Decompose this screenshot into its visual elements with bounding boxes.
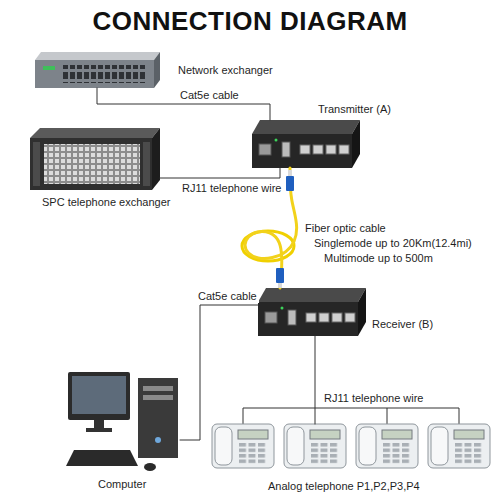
drive-slot: [143, 395, 173, 400]
title-text: CONNECTION DIAGRAM: [92, 6, 407, 36]
sc-ferrule: [278, 283, 282, 288]
monitor-stand: [94, 420, 104, 428]
phone-drop-wire: [243, 408, 244, 424]
sc-plug: [286, 176, 294, 191]
computer-picture: [66, 372, 178, 471]
exchanger-top: [30, 128, 160, 138]
receiver-picture: [258, 288, 366, 336]
monitor-screen: [72, 376, 126, 414]
device-label: Receiver (B): [372, 318, 433, 331]
phone-drop-wire: [459, 408, 460, 424]
device-node: Analog telephone P1,P2,P3,P4: [210, 424, 495, 468]
switch-top: [35, 52, 160, 60]
exchanger-front: [30, 138, 152, 190]
telephone-picture: [428, 424, 490, 468]
cable-label: RJ11 telephone wire: [180, 182, 283, 195]
cable-connector: [97, 88, 270, 120]
switch-side: [154, 52, 160, 88]
sc-ferrule: [288, 170, 292, 176]
pc-tower: [138, 378, 178, 458]
exchanger-side: [152, 128, 160, 190]
spec-note: Multimode up to 500m: [322, 252, 435, 265]
device-node: Computer: [68, 370, 180, 472]
cable-label: RJ11 telephone wire: [322, 392, 425, 405]
switch-ports: [63, 65, 147, 83]
phone-bus-wire: [243, 408, 459, 409]
device-label: Network exchanger: [178, 64, 273, 77]
telephone-picture: [356, 424, 418, 468]
drive-slot: [143, 386, 173, 391]
device-node: Receiver (B): [258, 288, 366, 336]
telephone-picture: [284, 424, 346, 468]
mouse: [144, 463, 156, 471]
rack-ear: [33, 142, 40, 186]
cable-label: Fiber optic cable: [303, 222, 388, 235]
exchanger-picture: [30, 128, 160, 190]
diagram-title: CONNECTION DIAGRAM: [0, 6, 500, 37]
rack-ear: [143, 142, 150, 186]
cable-connector: [315, 336, 316, 424]
cable-connector: [160, 168, 280, 178]
switch-leds: [43, 66, 55, 70]
monitor: [68, 372, 130, 420]
exchanger-panel: [44, 144, 140, 184]
phone-drop-wire: [387, 408, 388, 424]
spec-note: Singlemode up to 20Km(12.4mi): [312, 237, 474, 250]
device-label: SPC telephone exchanger: [42, 196, 170, 209]
phone-wires: [243, 408, 459, 424]
transmitter-picture: [252, 120, 360, 168]
switch-picture: [35, 52, 160, 88]
device-node: SPC telephone exchanger: [30, 128, 160, 190]
cable-label: Cat5e cable: [178, 89, 241, 102]
device-label: Computer: [98, 478, 146, 491]
power-button: [155, 437, 161, 443]
device-label: Analog telephone P1,P2,P3,P4: [268, 480, 420, 493]
cable-label: Cat5e cable: [196, 290, 259, 303]
device-node: Network exchanger: [35, 52, 160, 88]
sc-plug: [276, 268, 284, 283]
device-node: Transmitter (A): [252, 120, 360, 168]
cable-connector: [180, 305, 258, 440]
monitor-base: [86, 428, 112, 432]
keyboard: [66, 450, 138, 466]
switch-front: [35, 60, 154, 88]
device-label: Transmitter (A): [318, 103, 391, 116]
telephone-picture: [212, 424, 274, 468]
